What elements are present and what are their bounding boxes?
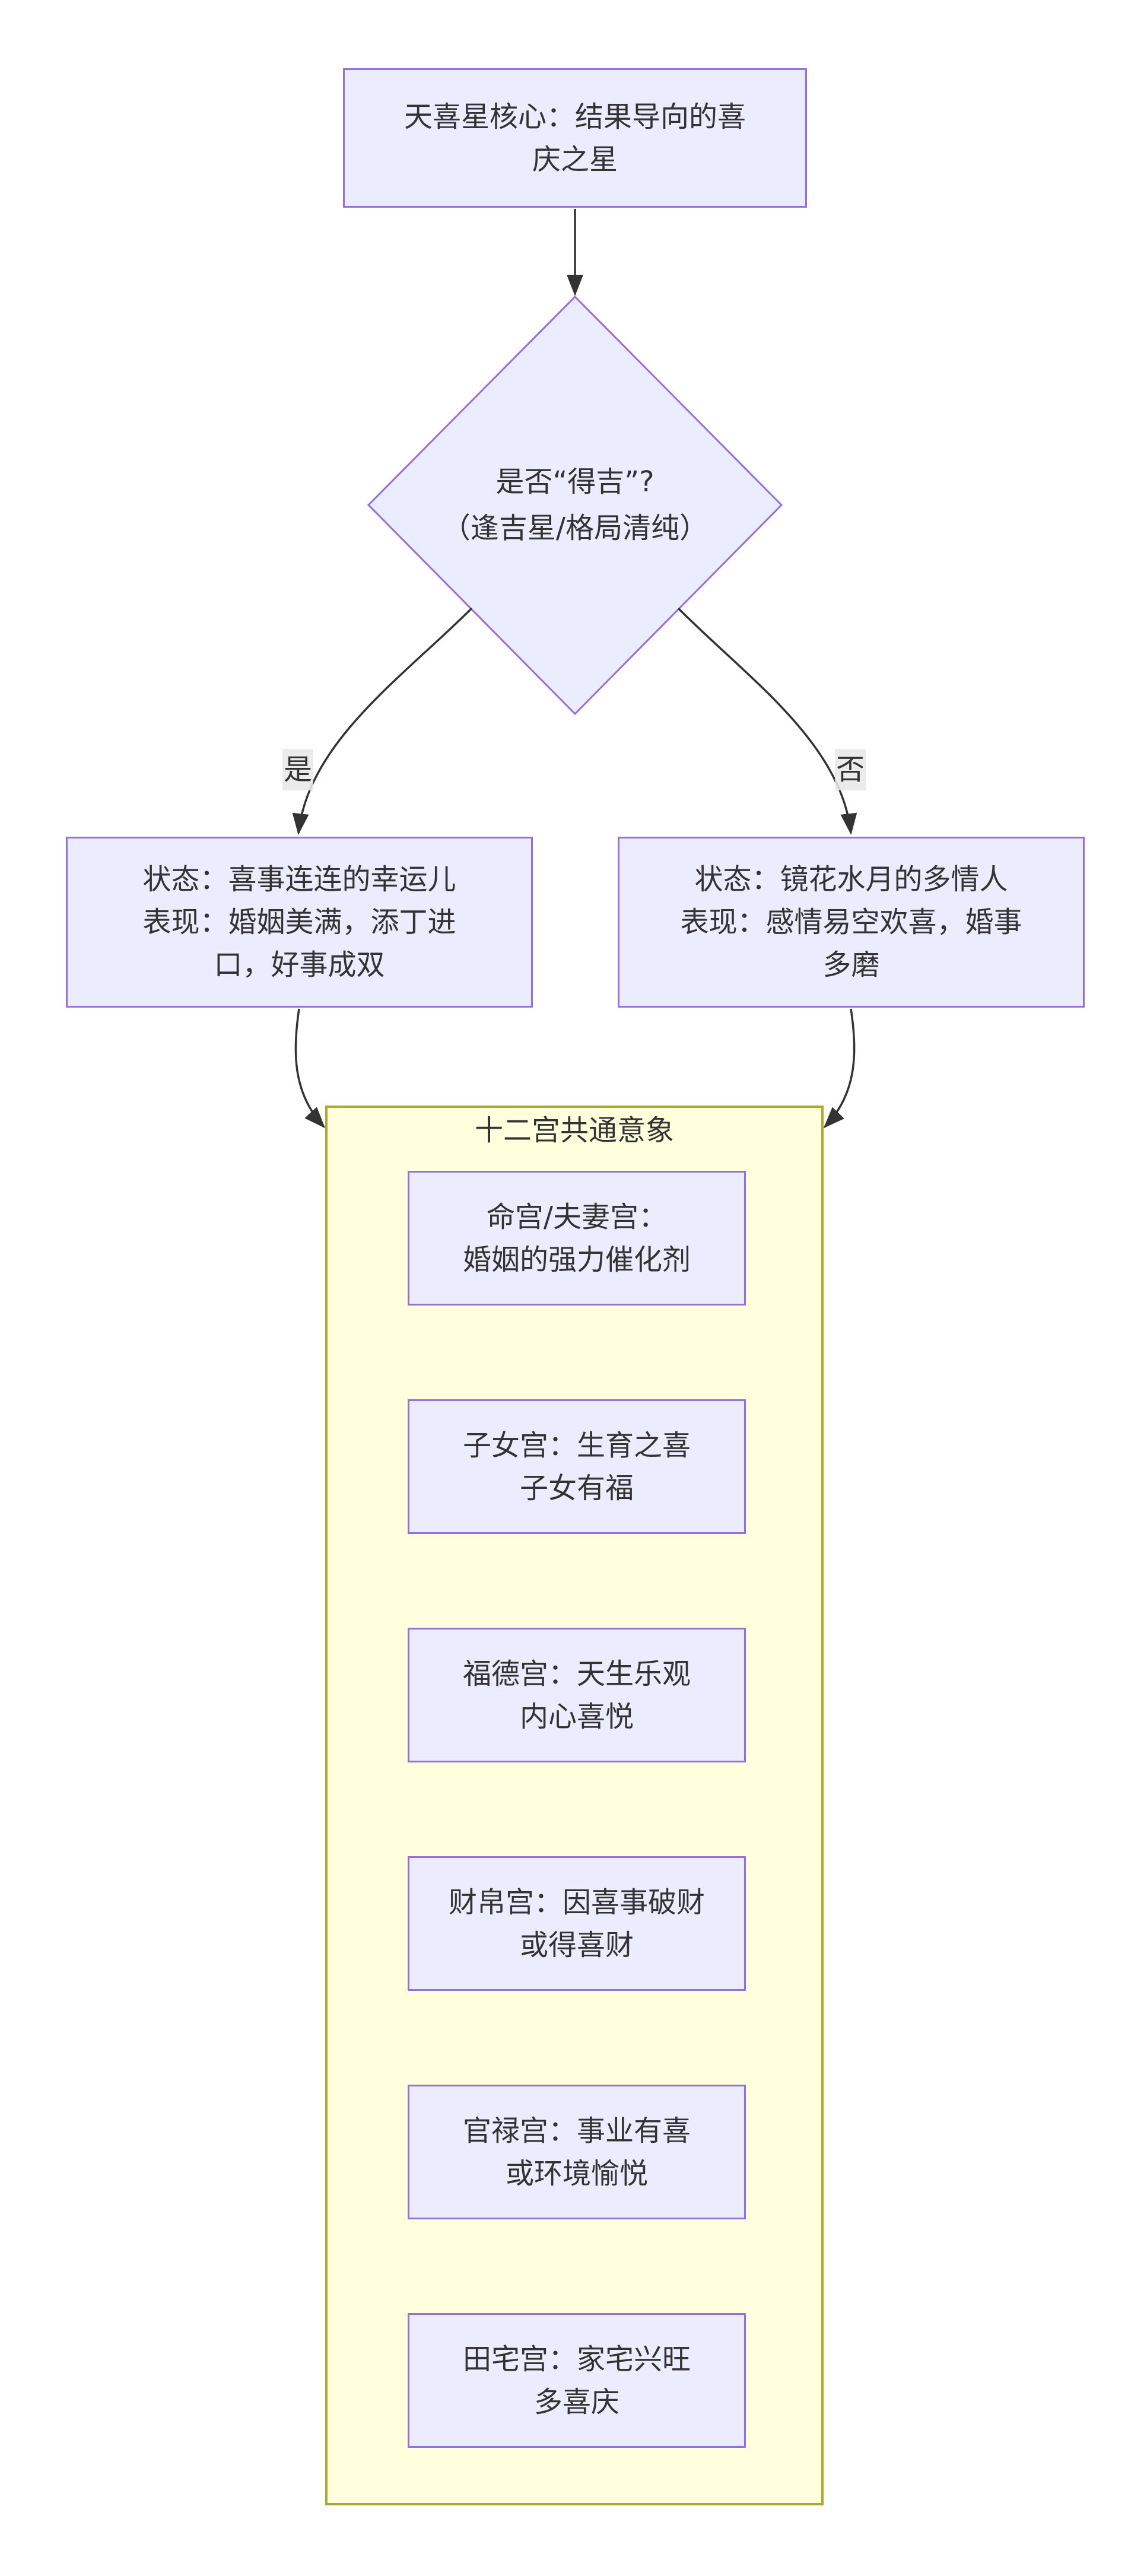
edge-label-no: 否 xyxy=(835,749,866,790)
node-palace-guanlu: 官禄宫：事业有喜 或环境愉悦 xyxy=(408,2085,746,2219)
subgraph-twelve-palaces: 十二宫共通意象 命宫/夫妻宫： 婚姻的强力催化剂 子女宫：生育之喜 子女有福 福… xyxy=(325,1106,824,2505)
edge-decision-yes xyxy=(292,607,473,835)
node-palace-zinv: 子女宫：生育之喜 子女有福 xyxy=(408,1399,746,1534)
node-illusion-state: 状态：镜花水月的多情人 表现：感情易空欢喜，婚事 多磨 xyxy=(618,837,1085,1008)
edge-no-to-subgraph xyxy=(823,1008,856,1129)
edge-decision-no xyxy=(677,607,857,835)
node-palace-caibo: 财帛宫：因喜事破财 或得喜财 xyxy=(408,1856,746,1991)
edge-label-yes: 是 xyxy=(282,749,313,790)
node-palace-fude: 福德宫：天生乐观 内心喜悦 xyxy=(408,1628,746,1762)
edge-yes-to-subgraph xyxy=(294,1008,326,1129)
node-lucky-state: 状态：喜事连连的幸运儿 表现：婚姻美满，添丁进 口，好事成双 xyxy=(66,837,533,1008)
node-palace-tianzhai: 田宅宫：家宅兴旺 多喜庆 xyxy=(408,2313,746,2448)
subgraph-title: 十二宫共通意象 xyxy=(474,1114,674,1147)
node-palace-ming-fuqi: 命宫/夫妻宫： 婚姻的强力催化剂 xyxy=(408,1171,746,1306)
node-decision-text: 是否“得吉”? （逢吉星/格局清纯） xyxy=(441,465,708,545)
node-core: 天喜星核心：结果导向的喜 庆之星 xyxy=(343,68,807,208)
